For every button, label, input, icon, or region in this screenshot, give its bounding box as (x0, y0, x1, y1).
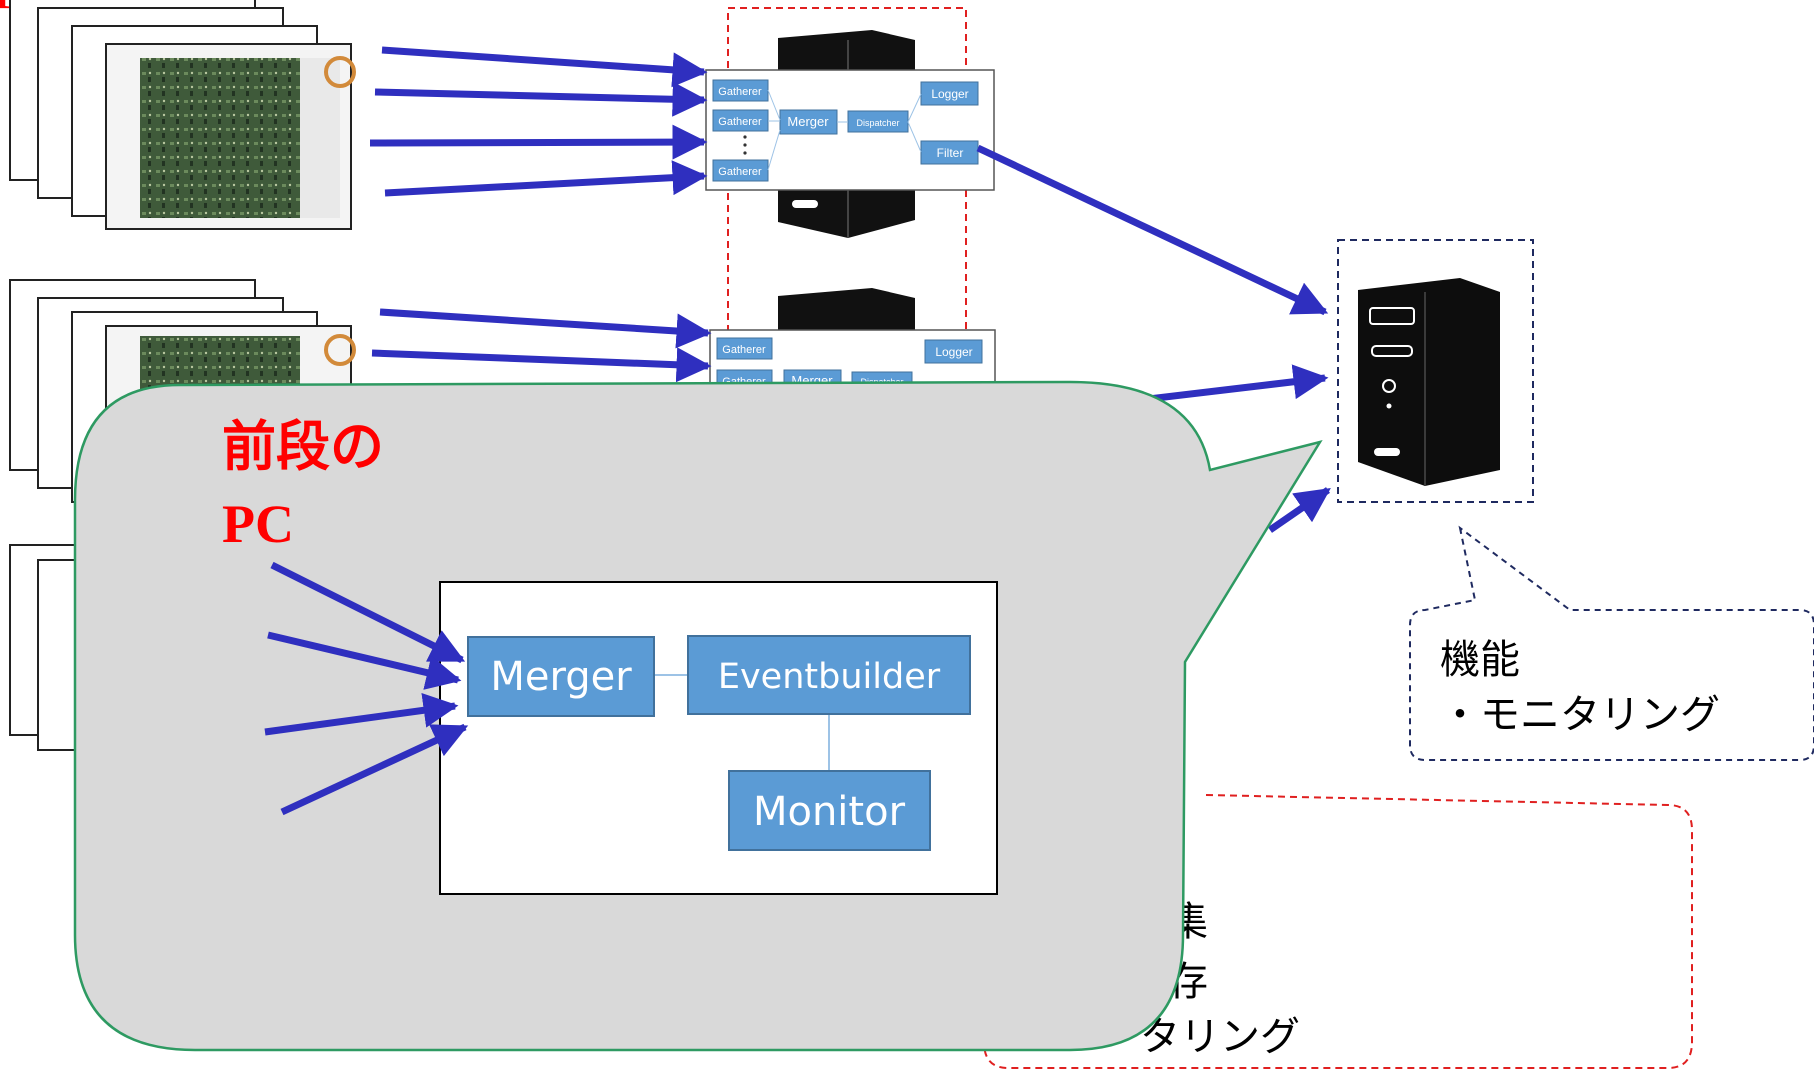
input-arrows-1 (369, 46, 708, 197)
frontend-function-line3: タリング (1140, 1014, 1300, 1060)
callout-input-arrows (264, 561, 469, 816)
gatherer-2-label: Gatherer (718, 116, 762, 128)
filter-label: Filter (937, 146, 964, 160)
gatherer-2-1-label: Gatherer (722, 344, 766, 356)
gatherer-1-label: Gatherer (718, 86, 762, 98)
backend-pc-tower (1358, 278, 1500, 486)
callout-flow: Merger Eventbuilder Monitor (467, 635, 971, 851)
logger-label: Logger (931, 87, 968, 101)
gatherer-3-label: Gatherer (718, 166, 762, 178)
backend-function-item: ・モニタリング (1440, 692, 1720, 738)
callout-monitor-label: Monitor (753, 789, 906, 835)
pipeline-diagram-1: Gatherer Gatherer Gatherer Merger Dispat… (705, 69, 995, 191)
merger-small-label: Merger (787, 114, 829, 129)
backend-function-callout (1409, 525, 1814, 761)
frontend-pc-group-border (727, 7, 967, 479)
callout-eventbuilder-label: Eventbuilder (718, 657, 941, 697)
backend-arrows (976, 144, 1331, 533)
input-arrows-2 (371, 308, 712, 383)
backend-function-title: 機能 (1440, 637, 1520, 683)
callout-title-line2: PC (222, 494, 294, 554)
callout-title-line1: 前段の (222, 415, 384, 478)
backend-pc-group-border (1337, 239, 1534, 503)
dispatcher-label: Dispatcher (856, 118, 899, 128)
callout-merger-label: Merger (490, 654, 632, 700)
logger-2-label: Logger (935, 345, 972, 359)
board-stack-1 (9, 0, 356, 230)
